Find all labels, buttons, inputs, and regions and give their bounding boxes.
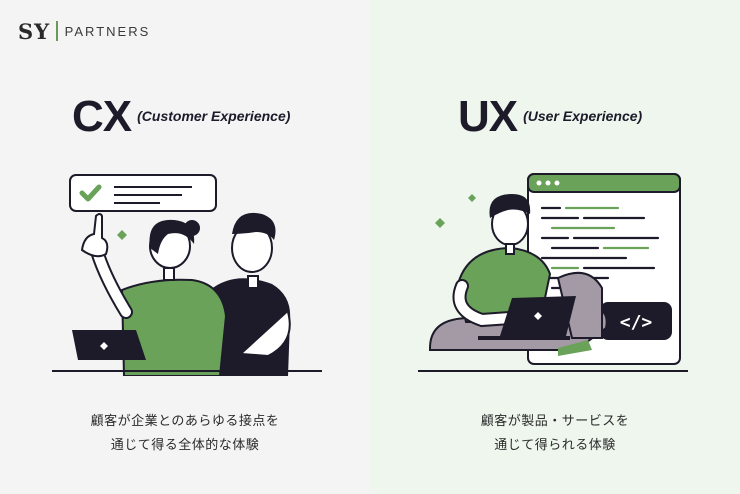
code-badge-text: </>	[620, 312, 653, 333]
checklist-bubble-icon	[69, 174, 217, 212]
cx-subtitle: (Customer Experience)	[137, 108, 291, 124]
cx-title: CX	[72, 92, 132, 141]
ux-caption: 顧客が製品・サービスを 通じて得られる体験	[370, 410, 740, 458]
laptop-icon	[478, 296, 576, 340]
cx-illustration	[52, 174, 322, 376]
cx-caption-line-2: 通じて得る全体的な体験	[110, 438, 260, 453]
ux-caption-line-1: 顧客が製品・サービスを	[480, 414, 630, 429]
tablet-icon	[72, 330, 146, 360]
logo-divider	[56, 21, 58, 41]
logo[interactable]: SY PARTNERS	[18, 18, 150, 44]
sparkle-icon	[117, 230, 127, 240]
ux-heading: UX (User Experience)	[458, 92, 642, 142]
man-figure	[202, 212, 291, 376]
ux-caption-line-2: 通じて得られる体験	[494, 438, 616, 453]
cx-heading: CX (Customer Experience)	[72, 92, 290, 142]
sparkle-icon	[435, 218, 445, 228]
woman-figure	[80, 213, 228, 376]
logo-text: PARTNERS	[64, 23, 151, 39]
ux-illustration: </>	[418, 173, 688, 372]
logo-mark: SY	[18, 18, 51, 44]
cx-caption: 顧客が企業とのあらゆる接点を 通じて得る全体的な体験	[0, 410, 370, 458]
ux-subtitle: (User Experience)	[523, 108, 643, 124]
sparkle-icon	[468, 194, 476, 202]
ux-title: UX	[458, 92, 518, 141]
cx-caption-line-1: 顧客が企業とのあらゆる接点を	[90, 414, 280, 429]
